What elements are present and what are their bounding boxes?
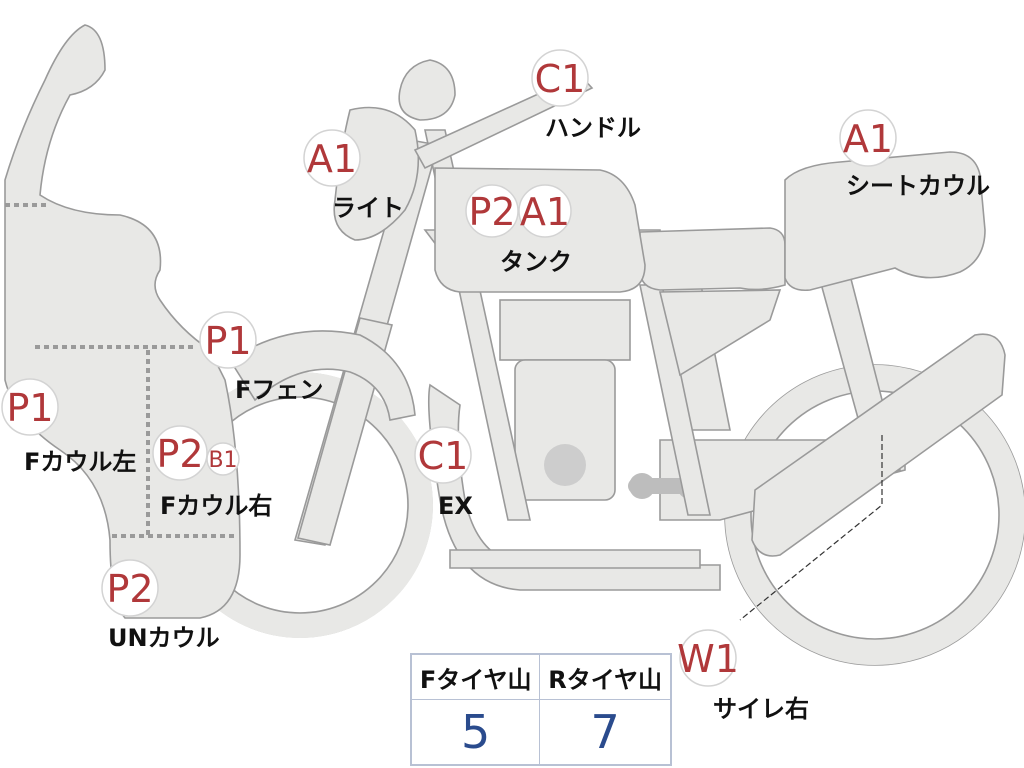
front-tire-tread-header: Fタイヤ山 xyxy=(410,653,541,700)
marker-handle: C1 ハンドル xyxy=(531,49,641,142)
badge-seat-cowl xyxy=(839,109,897,167)
rear-muffler xyxy=(751,333,1006,557)
label-handle: ハンドル xyxy=(545,114,641,142)
front-fender xyxy=(228,330,416,421)
badge-f-cowl-right-1 xyxy=(152,425,208,481)
label-f-cowl-right: Fカウル右 xyxy=(160,492,272,520)
badge-exhaust xyxy=(414,426,472,484)
badge-handle xyxy=(531,49,589,107)
label-f-fender: Fフェン xyxy=(235,376,323,404)
badge-under-cowl xyxy=(101,559,159,617)
tread-table-value-row: 5 7 xyxy=(410,699,672,766)
badge-muffler-right xyxy=(679,629,737,687)
side-cover xyxy=(658,289,782,377)
label-tank: タンク xyxy=(500,248,572,276)
code-under-cowl: P2 xyxy=(106,567,153,611)
seat xyxy=(639,227,786,291)
code-seat-cowl: A1 xyxy=(843,117,893,161)
label-f-cowl-left: Fカウル左 xyxy=(24,448,136,476)
marker-tank: P2 A1 タンク xyxy=(465,184,572,276)
badge-tank-2 xyxy=(518,184,572,238)
rear-tire-tread-header: Rタイヤ山 xyxy=(539,653,672,700)
code-tank-1: P2 xyxy=(468,190,515,234)
marker-f-cowl-right: P2 B1 Fカウル右 xyxy=(152,425,272,520)
code-tank-2: A1 xyxy=(520,190,570,234)
code-exhaust: C1 xyxy=(418,434,469,478)
label-muffler-right: サイレ右 xyxy=(713,695,809,723)
marker-f-fender: P1 Fフェン xyxy=(199,311,323,404)
label-light: ライト xyxy=(332,194,404,222)
marker-under-cowl: P2 UNカウル xyxy=(101,559,220,652)
code-handle: C1 xyxy=(535,57,586,101)
code-f-cowl-right-1: P2 xyxy=(156,432,203,476)
label-seat-cowl: シートカウル xyxy=(846,172,990,200)
code-light: A1 xyxy=(307,137,357,181)
marker-exhaust: C1 EX xyxy=(414,426,473,520)
tread-table-header-row: Fタイヤ山 Rタイヤ山 xyxy=(410,653,672,700)
tire-tread-table: Fタイヤ山 Rタイヤ山 5 7 xyxy=(410,653,672,766)
code-f-cowl-left: P1 xyxy=(6,386,53,430)
badge-tank-1 xyxy=(465,184,519,238)
rear-tire-tread-value: 7 xyxy=(539,699,672,766)
marker-f-cowl-left: P1 Fカウル左 xyxy=(1,378,136,476)
marker-seat-cowl: A1 シートカウル xyxy=(839,109,990,200)
code-muffler-right: W1 xyxy=(677,637,739,681)
badge-f-fender xyxy=(199,311,257,369)
label-exhaust: EX xyxy=(438,492,473,520)
seat-cowl-part xyxy=(784,151,986,292)
code-f-fender: P1 xyxy=(204,319,251,363)
badge-f-cowl-right-2 xyxy=(206,442,240,476)
badge-light xyxy=(303,129,361,187)
front-tire-tread-value: 5 xyxy=(410,699,541,766)
marker-light: A1 ライト xyxy=(303,129,404,222)
code-f-cowl-right-2: B1 xyxy=(208,448,237,473)
label-under-cowl: UNカウル xyxy=(108,624,220,652)
marker-muffler-right: W1 サイレ右 xyxy=(677,629,809,723)
muffler-leader-line xyxy=(739,435,883,621)
badge-f-cowl-left xyxy=(1,378,59,436)
